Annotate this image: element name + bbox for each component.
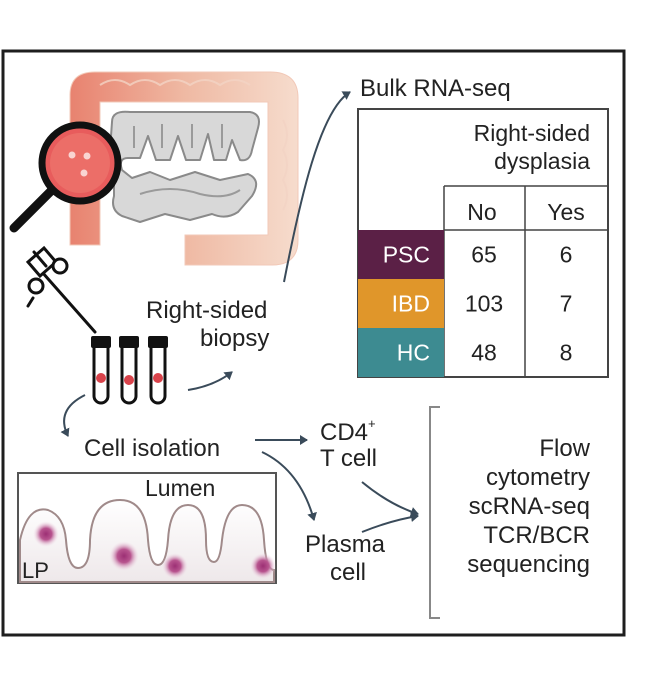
plasma-label-line2: cell <box>330 559 366 586</box>
group-label-hc: HC <box>397 340 430 366</box>
assay-item: Flow <box>539 435 590 462</box>
cell-yes-psc: 6 <box>560 242 573 268</box>
t-cell-label: T cell <box>320 445 377 472</box>
arrow-to-bulk-rnaseq <box>283 91 351 283</box>
right-sided-biopsy-label-line1: Right-sided <box>146 297 267 324</box>
group-cell-ibd <box>358 279 444 328</box>
assay-item: sequencing <box>467 551 590 578</box>
bulk-rnaseq-label: Bulk RNA-seq <box>360 75 511 102</box>
arrow-to-plasma <box>261 451 317 521</box>
lp-label: LP <box>22 558 49 583</box>
cd4-label: CD4+ <box>320 416 376 446</box>
assay-item: scRNA-seq <box>469 493 590 520</box>
arrow-tubes-to-biopsy <box>187 371 233 391</box>
column-header-yes: Yes <box>547 199 585 225</box>
assay-item: cytometry <box>486 464 590 491</box>
plasma-label-line1: Plasma <box>305 531 386 558</box>
column-header-no: No <box>467 199 496 225</box>
group-label-ibd: IBD <box>392 291 430 317</box>
sample-tubes-icon <box>91 336 168 405</box>
arrow-tubes-to-isolation <box>60 394 86 437</box>
cell-no-ibd: 103 <box>465 291 503 317</box>
tissue-box: Lumen LP <box>17 472 277 584</box>
cell-no-psc: 65 <box>471 242 497 268</box>
group-label-psc: PSC <box>383 242 430 268</box>
group-cell-psc <box>358 230 444 279</box>
small-intestine-icon <box>107 110 260 223</box>
cell-no-hc: 48 <box>471 340 497 366</box>
biopsy-forceps-icon <box>25 245 97 334</box>
cell-yes-ibd: 7 <box>560 291 573 317</box>
magnifier-icon <box>9 121 122 233</box>
right-sided-biopsy-label-line2: biopsy <box>200 325 269 352</box>
assay-item: TCR/BCR <box>483 522 590 549</box>
cell-yes-hc: 8 <box>560 340 573 366</box>
cell-isolation-label: Cell isolation <box>84 435 220 462</box>
lumen-label: Lumen <box>145 475 215 501</box>
table-header-line2: dysplasia <box>494 148 590 174</box>
table-header-line1: Right-sided <box>474 120 590 146</box>
assay-bracket <box>429 406 440 619</box>
group-cell-hc <box>358 328 444 377</box>
arrow-plasma-to-assays <box>361 512 419 533</box>
flow-arrows <box>60 91 419 533</box>
colon-illustration <box>69 71 299 266</box>
